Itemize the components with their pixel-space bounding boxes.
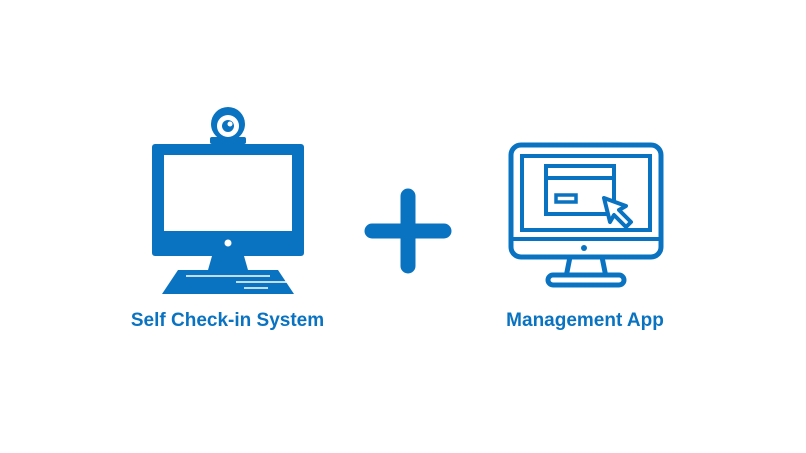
self-check-in-system-label: Self Check-in System: [130, 310, 325, 331]
monitor-with-app-window-and-cursor-icon: [508, 142, 664, 292]
plus-icon: [364, 188, 452, 276]
desktop-kiosk-with-webcam-icon: [148, 104, 308, 294]
management-app-label: Management App: [506, 310, 664, 331]
